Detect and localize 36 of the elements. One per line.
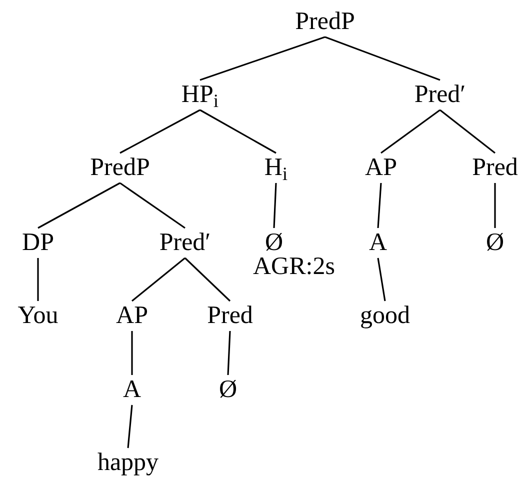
tree-branch — [131, 331, 133, 375]
node-label: DP — [22, 229, 54, 257]
tree-branch — [324, 36, 440, 81]
node-label: happy — [97, 449, 159, 477]
node-label: A — [368, 229, 388, 257]
tree-branch — [200, 109, 276, 154]
node-label: good — [360, 302, 410, 330]
tree-branch — [200, 36, 326, 81]
node-label: Pred — [472, 154, 518, 182]
tree-branch — [377, 182, 382, 228]
node-label: H$_{i}$ — [264, 154, 288, 182]
node-label: PredP — [90, 154, 150, 182]
tree-branch — [380, 109, 440, 154]
node-label: You — [18, 302, 58, 330]
tree-branch — [132, 257, 186, 302]
node-label: A — [122, 376, 142, 404]
tree-branch — [38, 182, 120, 229]
tree-branch — [37, 258, 39, 301]
node-label: AP — [116, 302, 148, 330]
tree-branch — [494, 183, 496, 228]
node-label: Ø — [486, 229, 504, 257]
node-label: HP$_{i}$ — [181, 81, 219, 109]
tree-branch — [127, 404, 133, 448]
node-label: Pred′ — [159, 229, 211, 257]
node-label: AP — [365, 154, 397, 182]
tree-branch — [120, 182, 186, 229]
node-label: Ø — [218, 376, 238, 404]
tree-branch — [227, 330, 231, 376]
tree-branch — [184, 257, 231, 302]
tree-branch — [120, 109, 200, 154]
tree-branch — [440, 109, 496, 154]
node-label: Pred — [207, 302, 253, 330]
tree-branch — [377, 258, 386, 302]
tree-branch — [273, 182, 277, 228]
node-label: PredP — [295, 8, 355, 36]
node-label: Pred′ — [414, 81, 466, 109]
